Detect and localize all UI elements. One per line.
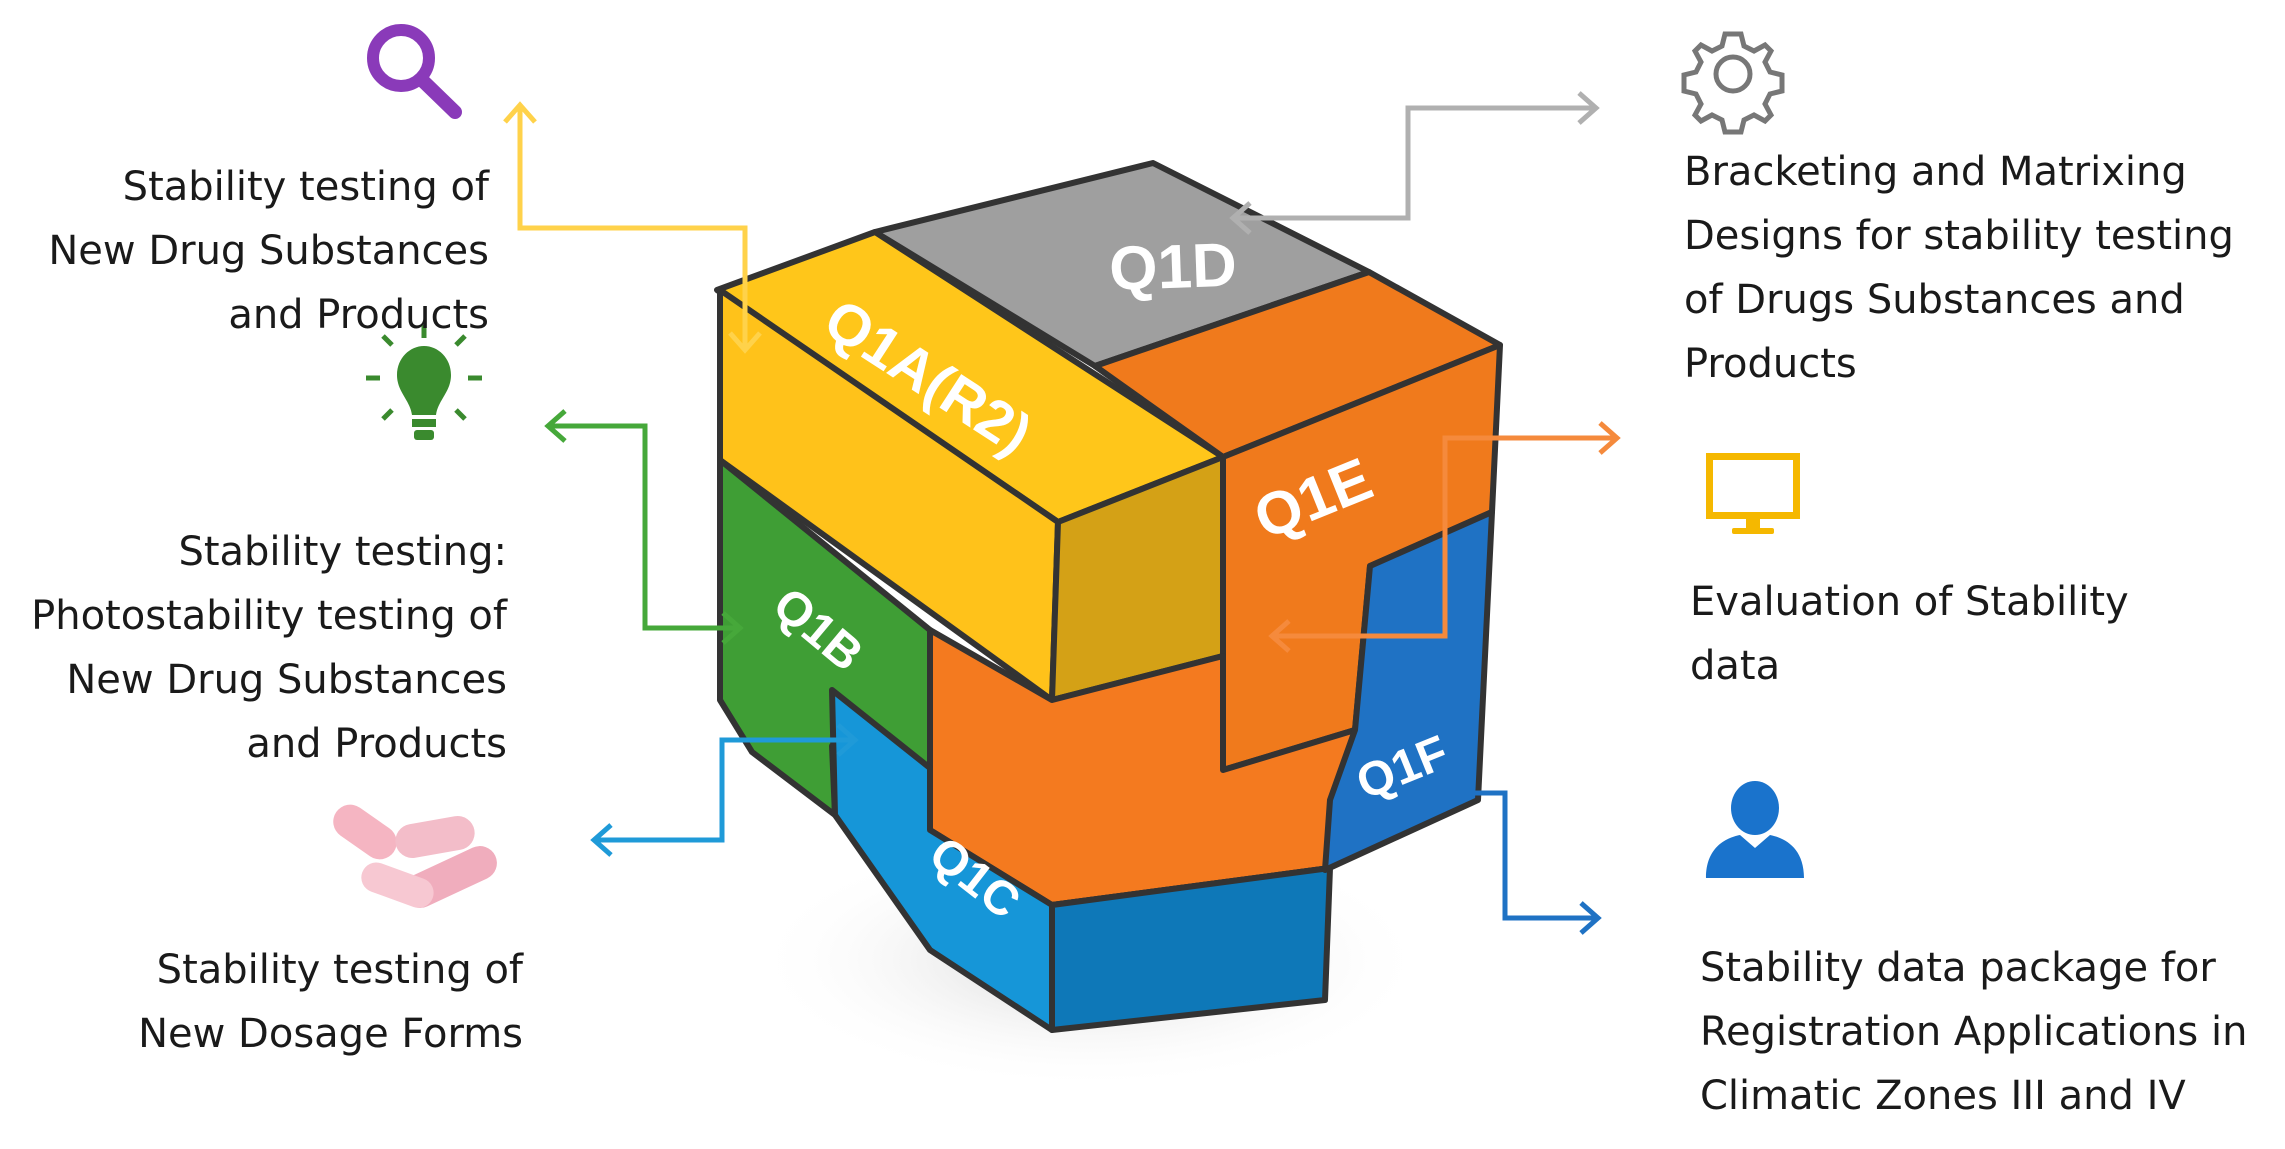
q1f-description-line: Stability data package for	[1700, 945, 2216, 991]
q1d-description-line: Bracketing and Matrixing	[1684, 149, 2187, 195]
connectors	[503, 91, 1621, 935]
q1b-description: Stability testing: Photostability testin…	[31, 520, 507, 776]
q1c-connector	[594, 737, 855, 843]
capsules-icon	[333, 804, 497, 908]
q1f-arrowhead-left	[1413, 776, 1436, 810]
lightbulb-icon	[366, 325, 482, 440]
q1d-description: Bracketing and Matrixing Designs for sta…	[1684, 140, 2234, 396]
q1a-description: Stability testing of New Drug Substances…	[48, 155, 489, 347]
q1f-description: Stability data package for Registration …	[1700, 936, 2247, 1128]
q1c-description: Stability testing of New Dosage Forms	[138, 938, 523, 1066]
q1a-arrowhead-top	[503, 101, 537, 124]
q1b-connector	[548, 423, 740, 631]
q1d-arrowhead-left	[1229, 201, 1252, 235]
q1a-description-line: Stability testing of	[122, 164, 489, 210]
q1d-label: Q1D	[1108, 231, 1238, 304]
q1f-face	[1322, 509, 1495, 873]
q1a-connector	[517, 105, 748, 350]
q1d-description-line: Designs for stability testing	[1684, 213, 2234, 259]
q1a-description-line: and Products	[228, 292, 489, 338]
q1b-arrowhead-left	[544, 409, 567, 443]
search-icon	[367, 24, 462, 119]
q1b-description-line: Photostability testing of	[31, 593, 507, 639]
q1d-description-line: of Drugs Substances and	[1684, 277, 2185, 323]
q1c-side-face	[1049, 865, 1333, 1033]
q1a-description-line: New Drug Substances	[48, 228, 489, 274]
q1c-arrowhead-left	[590, 823, 613, 857]
q1e-description: Evaluation of Stability data	[1690, 570, 2129, 698]
q1b-description-line: New Drug Substances	[66, 657, 507, 703]
q1c-arrowhead-right	[836, 723, 859, 757]
q1f-description-line: Climatic Zones III and IV	[1700, 1073, 2186, 1119]
monitor-icon	[1706, 453, 1800, 534]
q1a-arrowhead-bottom	[728, 331, 762, 354]
q1b-description-line: Stability testing:	[178, 529, 507, 575]
user-icon	[1706, 781, 1804, 878]
q1e-description-line: Evaluation of Stability	[1690, 579, 2129, 625]
q1d-arrowhead-right	[1577, 91, 1600, 125]
q1e-description-line: data	[1690, 643, 1781, 689]
q1e-arrowhead-right	[1598, 421, 1621, 455]
q1d-description-line: Products	[1684, 341, 1857, 387]
q1d-connector	[1233, 105, 1596, 221]
q1f-arrowhead-right	[1579, 901, 1602, 935]
q1f-description-line: Registration Applications in	[1700, 1009, 2248, 1055]
q1b-description-line: and Products	[246, 721, 507, 767]
q1e-connector	[1272, 435, 1617, 639]
q1c-description-line: Stability testing of	[156, 947, 523, 993]
gear-icon	[1681, 31, 1785, 135]
q1e-arrowhead-left	[1268, 619, 1291, 653]
q1f-connector	[1417, 790, 1598, 921]
cube	[714, 160, 1503, 1033]
q1c-description-line: New Dosage Forms	[138, 1011, 523, 1057]
q1b-arrowhead-right	[721, 611, 744, 645]
